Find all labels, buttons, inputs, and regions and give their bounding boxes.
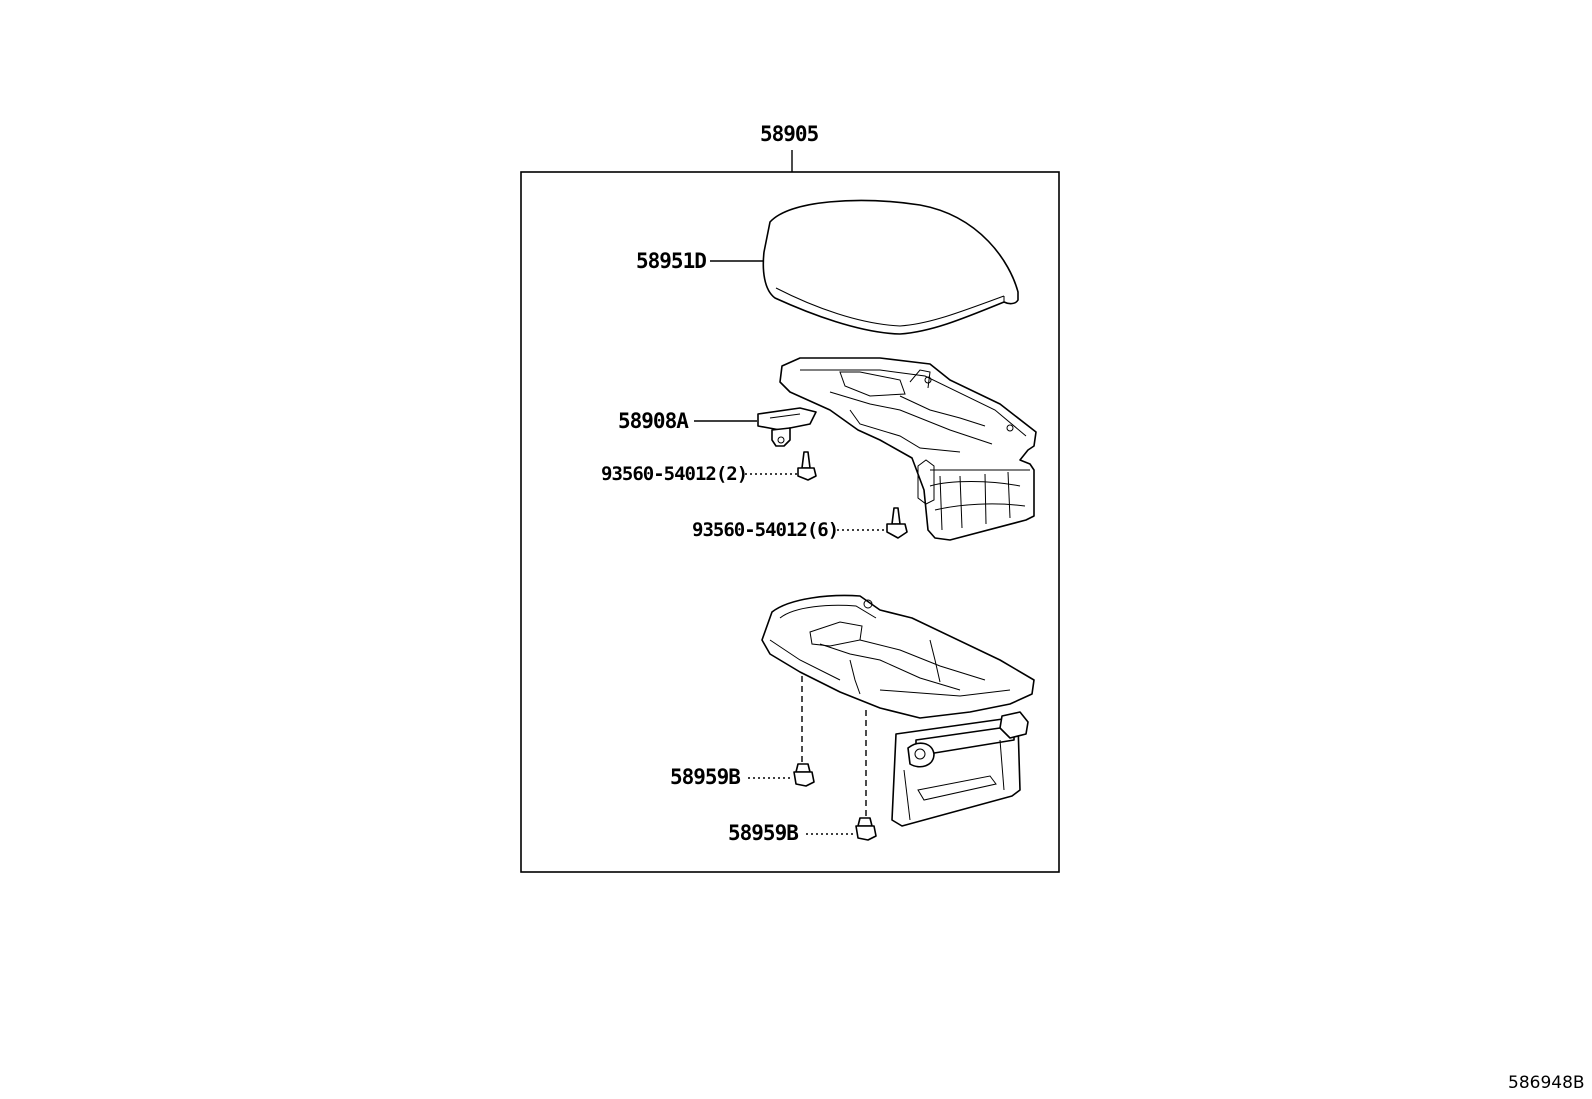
armrest-lid <box>762 199 1019 335</box>
clip-b <box>855 817 877 841</box>
clip-a <box>793 763 815 787</box>
illustration-number: 586948B <box>1508 1073 1585 1093</box>
lid-label: 58951D <box>636 249 706 273</box>
assembly-frame <box>520 171 1060 873</box>
latch-bracket <box>757 407 817 447</box>
screw-small <box>797 451 817 481</box>
clip-b-label: 58959B <box>728 821 798 845</box>
screw-2-label: 93560-54012(2) <box>601 463 747 485</box>
latch-label: 58908A <box>618 409 689 433</box>
clip-a-label: 58959B <box>670 765 740 789</box>
hinge-bracket <box>891 711 1029 827</box>
lid-inner-frame <box>779 357 1037 541</box>
screw-large <box>886 507 908 539</box>
screw-6-label: 93560-54012(6) <box>692 519 838 541</box>
base-panel <box>761 594 1035 719</box>
assembly-label: 58905 <box>760 122 819 146</box>
